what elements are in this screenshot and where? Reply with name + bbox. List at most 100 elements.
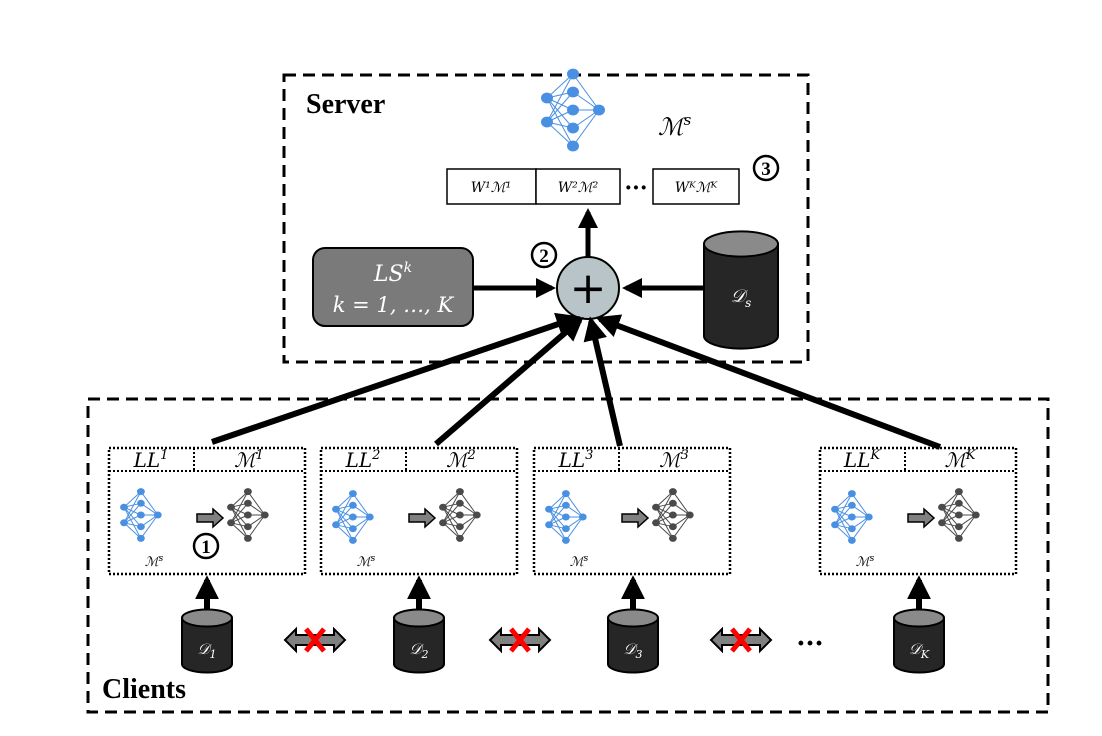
step-3-badge — [752, 154, 780, 182]
network-edge — [123, 491, 142, 524]
clients-ellipsis: ··· — [796, 629, 823, 659]
network-node — [545, 521, 553, 529]
cylinder-top — [393, 608, 445, 628]
network-edge — [655, 506, 674, 539]
network-node — [938, 519, 946, 527]
server-dataset: 𝒟s — [703, 230, 779, 350]
network-node — [349, 536, 357, 544]
client-dataset-label: 𝒟K — [909, 640, 930, 661]
client-box — [818, 446, 1018, 576]
network-node — [848, 501, 856, 509]
client-dataset-label: 𝒟3 — [624, 640, 643, 661]
network-edge — [335, 524, 354, 541]
network-edge — [834, 493, 853, 526]
network-node — [120, 519, 128, 527]
network-node — [669, 511, 677, 519]
network-edge — [352, 516, 371, 541]
client-dataset: 𝒟2 — [393, 608, 445, 674]
client-dataset: 𝒟K — [893, 608, 945, 674]
client-local-network — [938, 488, 980, 542]
network-edge — [442, 491, 461, 524]
cylinder-body — [893, 617, 945, 674]
blocked-exchange-icon — [283, 626, 347, 654]
network-edge — [941, 506, 960, 528]
client-shared-network — [831, 490, 873, 544]
ls-line2: k = 1, …, K — [333, 293, 455, 317]
network-node — [456, 523, 464, 531]
network-node — [593, 104, 605, 116]
network-node — [439, 519, 447, 527]
client-ll-label: LL1 — [133, 448, 169, 472]
network-edge — [230, 491, 249, 524]
network-edge — [655, 506, 674, 528]
network-node — [244, 499, 252, 507]
network-node — [439, 503, 447, 511]
network-node — [567, 104, 579, 116]
network-node — [831, 521, 839, 529]
network-edge — [672, 491, 691, 516]
client-dataset-label: 𝒟2 — [410, 640, 429, 661]
network-node — [244, 488, 252, 496]
network-node — [955, 523, 963, 531]
network-edge — [941, 506, 960, 539]
cylinder-body — [703, 243, 779, 350]
cylinder-top — [607, 608, 659, 628]
cylinder-top — [703, 230, 779, 258]
transfer-arrow-icon — [907, 507, 936, 529]
server-title: Server — [306, 89, 385, 120]
network-edge — [247, 491, 266, 516]
network-node — [541, 116, 553, 128]
ls-line1: LSk — [373, 260, 412, 287]
network-edge — [655, 491, 674, 524]
weight-label-k: Wᴷℳᴷ — [675, 180, 719, 196]
blocked-x-icon — [304, 627, 326, 653]
network-node — [332, 521, 340, 529]
weights-ellipsis: ··· — [625, 175, 648, 201]
network-edge — [442, 502, 461, 524]
network-node — [652, 503, 660, 511]
network-node — [349, 513, 357, 521]
network-edge — [230, 491, 249, 508]
client-shared-network — [120, 488, 162, 542]
client-shared-network — [545, 490, 587, 544]
blocked-exchange-icon — [488, 626, 552, 654]
network-edge — [565, 493, 584, 518]
network-node — [456, 511, 464, 519]
network-edge — [546, 97, 574, 147]
network-node — [153, 511, 162, 519]
network-edge — [548, 524, 567, 541]
network-node — [567, 122, 579, 134]
network-node — [848, 513, 856, 521]
network-node — [971, 511, 980, 519]
server-model-label: ℳs — [658, 111, 692, 141]
network-edge — [140, 514, 159, 539]
network-node — [652, 519, 660, 527]
client-local-network — [439, 488, 481, 542]
network-edge — [442, 491, 461, 508]
network-edge — [941, 491, 960, 524]
client-ll-label: LL2 — [345, 448, 381, 472]
step-3-label: 3 — [761, 159, 771, 180]
network-edge — [941, 522, 960, 539]
blocked-x-icon — [509, 627, 531, 653]
network-node — [578, 513, 587, 521]
client-shared-model-label: ℳs — [856, 554, 875, 570]
network-node — [848, 525, 856, 533]
network-node — [562, 501, 570, 509]
client-shared-model-label: ℳs — [357, 554, 376, 570]
server-box — [282, 73, 810, 364]
network-edge — [655, 502, 674, 524]
client-k-upload-arrow — [595, 314, 942, 450]
network-edge — [352, 493, 371, 518]
network-node — [669, 523, 677, 531]
client-model-label: ℳ3 — [659, 448, 689, 472]
network-edge — [230, 502, 249, 524]
network-node — [848, 490, 856, 498]
network-node — [120, 503, 128, 511]
network-node — [955, 499, 963, 507]
network-edge — [572, 73, 600, 111]
weight-box-k — [652, 168, 740, 205]
